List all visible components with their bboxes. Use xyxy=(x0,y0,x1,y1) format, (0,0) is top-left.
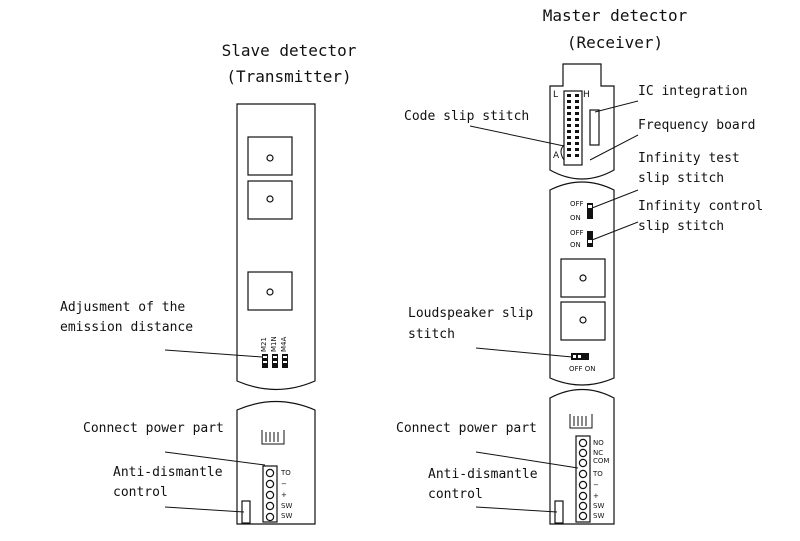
inf-ctrl-on: ON xyxy=(570,241,581,249)
master-term-sw2: SW xyxy=(593,512,604,520)
master-anti-leader xyxy=(475,506,558,513)
master-freq-leader xyxy=(589,134,639,161)
master-inf-ctrl-leader xyxy=(591,221,639,241)
slave-terminal-block: TO − + SW SW xyxy=(262,465,292,523)
inf-test-off: OFF xyxy=(570,200,584,208)
slave-adjust-leader xyxy=(164,349,263,358)
slave-term-sw2: SW xyxy=(281,512,292,520)
master-ic-label: IC integration xyxy=(638,84,748,99)
dip-label-2: M1N xyxy=(270,336,278,352)
slave-dip-switches: M21 M1N M4A xyxy=(260,336,288,368)
master-code-pin-header xyxy=(560,90,583,166)
master-term-plus: + xyxy=(593,492,599,500)
slave-term-minus: − xyxy=(281,480,287,488)
dip-label-3: M4A xyxy=(280,337,288,352)
master-term-nc: NC xyxy=(593,449,603,457)
master-loud-leader xyxy=(475,347,573,358)
master-inf-test-label-1: Infinity test xyxy=(638,151,740,166)
slave-module-1 xyxy=(247,136,293,176)
master-inf-ctrl-label-2: slip stitch xyxy=(638,219,724,234)
slave-term-to: TO xyxy=(280,469,291,477)
master-infinity-test-switch: OFF ON xyxy=(570,200,593,222)
master-module-2 xyxy=(560,301,606,341)
slave-title-line2: (Transmitter) xyxy=(226,67,351,86)
slave-anti-leader xyxy=(164,506,245,513)
slave-connect-power-label: Connect power part xyxy=(83,421,224,436)
slave-adjust-label-2: emission distance xyxy=(60,320,193,335)
master-term-to: TO xyxy=(592,470,603,478)
master-ic-chip xyxy=(589,109,600,146)
master-header-H: H xyxy=(583,90,590,100)
loud-offon: OFF ON xyxy=(569,365,596,373)
master-term-com: COM xyxy=(593,457,609,465)
master-module-1 xyxy=(560,258,606,298)
slave-term-plus: + xyxy=(281,491,287,499)
master-infinity-control-switch: OFF ON xyxy=(570,229,593,249)
master-header-L: L xyxy=(553,90,558,100)
slave-lower-board xyxy=(236,400,316,525)
master-connect-leader xyxy=(475,451,579,469)
master-inf-test-leader xyxy=(591,189,639,209)
master-term-minus: − xyxy=(593,481,599,489)
master-code-slip-leader xyxy=(469,125,565,147)
slave-module-2 xyxy=(247,180,293,220)
master-terminal-block: NO NC COM TO − + SW SW xyxy=(575,435,609,523)
master-connector-icon xyxy=(569,414,593,429)
slave-connector-icon xyxy=(261,430,285,445)
master-anti-label-1: Anti-dismantle xyxy=(428,467,538,482)
master-title-line1: Master detector xyxy=(543,6,688,25)
master-header-A: A xyxy=(553,151,560,161)
inf-ctrl-off: OFF xyxy=(570,229,584,237)
slave-term-sw1: SW xyxy=(281,502,292,510)
slave-adjust-label-1: Adjusment of the xyxy=(60,300,185,315)
master-connect-power-label: Connect power part xyxy=(396,421,537,436)
inf-test-on: ON xyxy=(570,214,581,222)
slave-connect-leader xyxy=(164,451,266,466)
slave-anti-label-2: control xyxy=(113,485,168,500)
master-title-line2: (Receiver) xyxy=(567,33,663,52)
master-term-sw1: SW xyxy=(593,502,604,510)
master-loud-label-1: Loudspeaker slip xyxy=(408,306,533,321)
master-term-no: NO xyxy=(593,439,604,447)
slave-module-3 xyxy=(247,271,293,311)
master-inf-ctrl-label-1: Infinity control xyxy=(638,199,763,214)
slave-title-line1: Slave detector xyxy=(222,41,357,60)
dip-label-1: M21 xyxy=(260,337,268,352)
slave-anti-label-1: Anti-dismantle xyxy=(113,465,223,480)
master-inf-test-label-2: slip stitch xyxy=(638,171,724,186)
master-loud-label-2: stitch xyxy=(408,327,455,342)
master-loudspeaker-switch: OFF ON xyxy=(569,353,596,373)
master-code-slip-label: Code slip stitch xyxy=(404,109,529,124)
master-anti-label-2: control xyxy=(428,487,483,502)
master-ic-leader xyxy=(594,100,639,113)
master-freq-label: Frequency board xyxy=(638,118,755,133)
